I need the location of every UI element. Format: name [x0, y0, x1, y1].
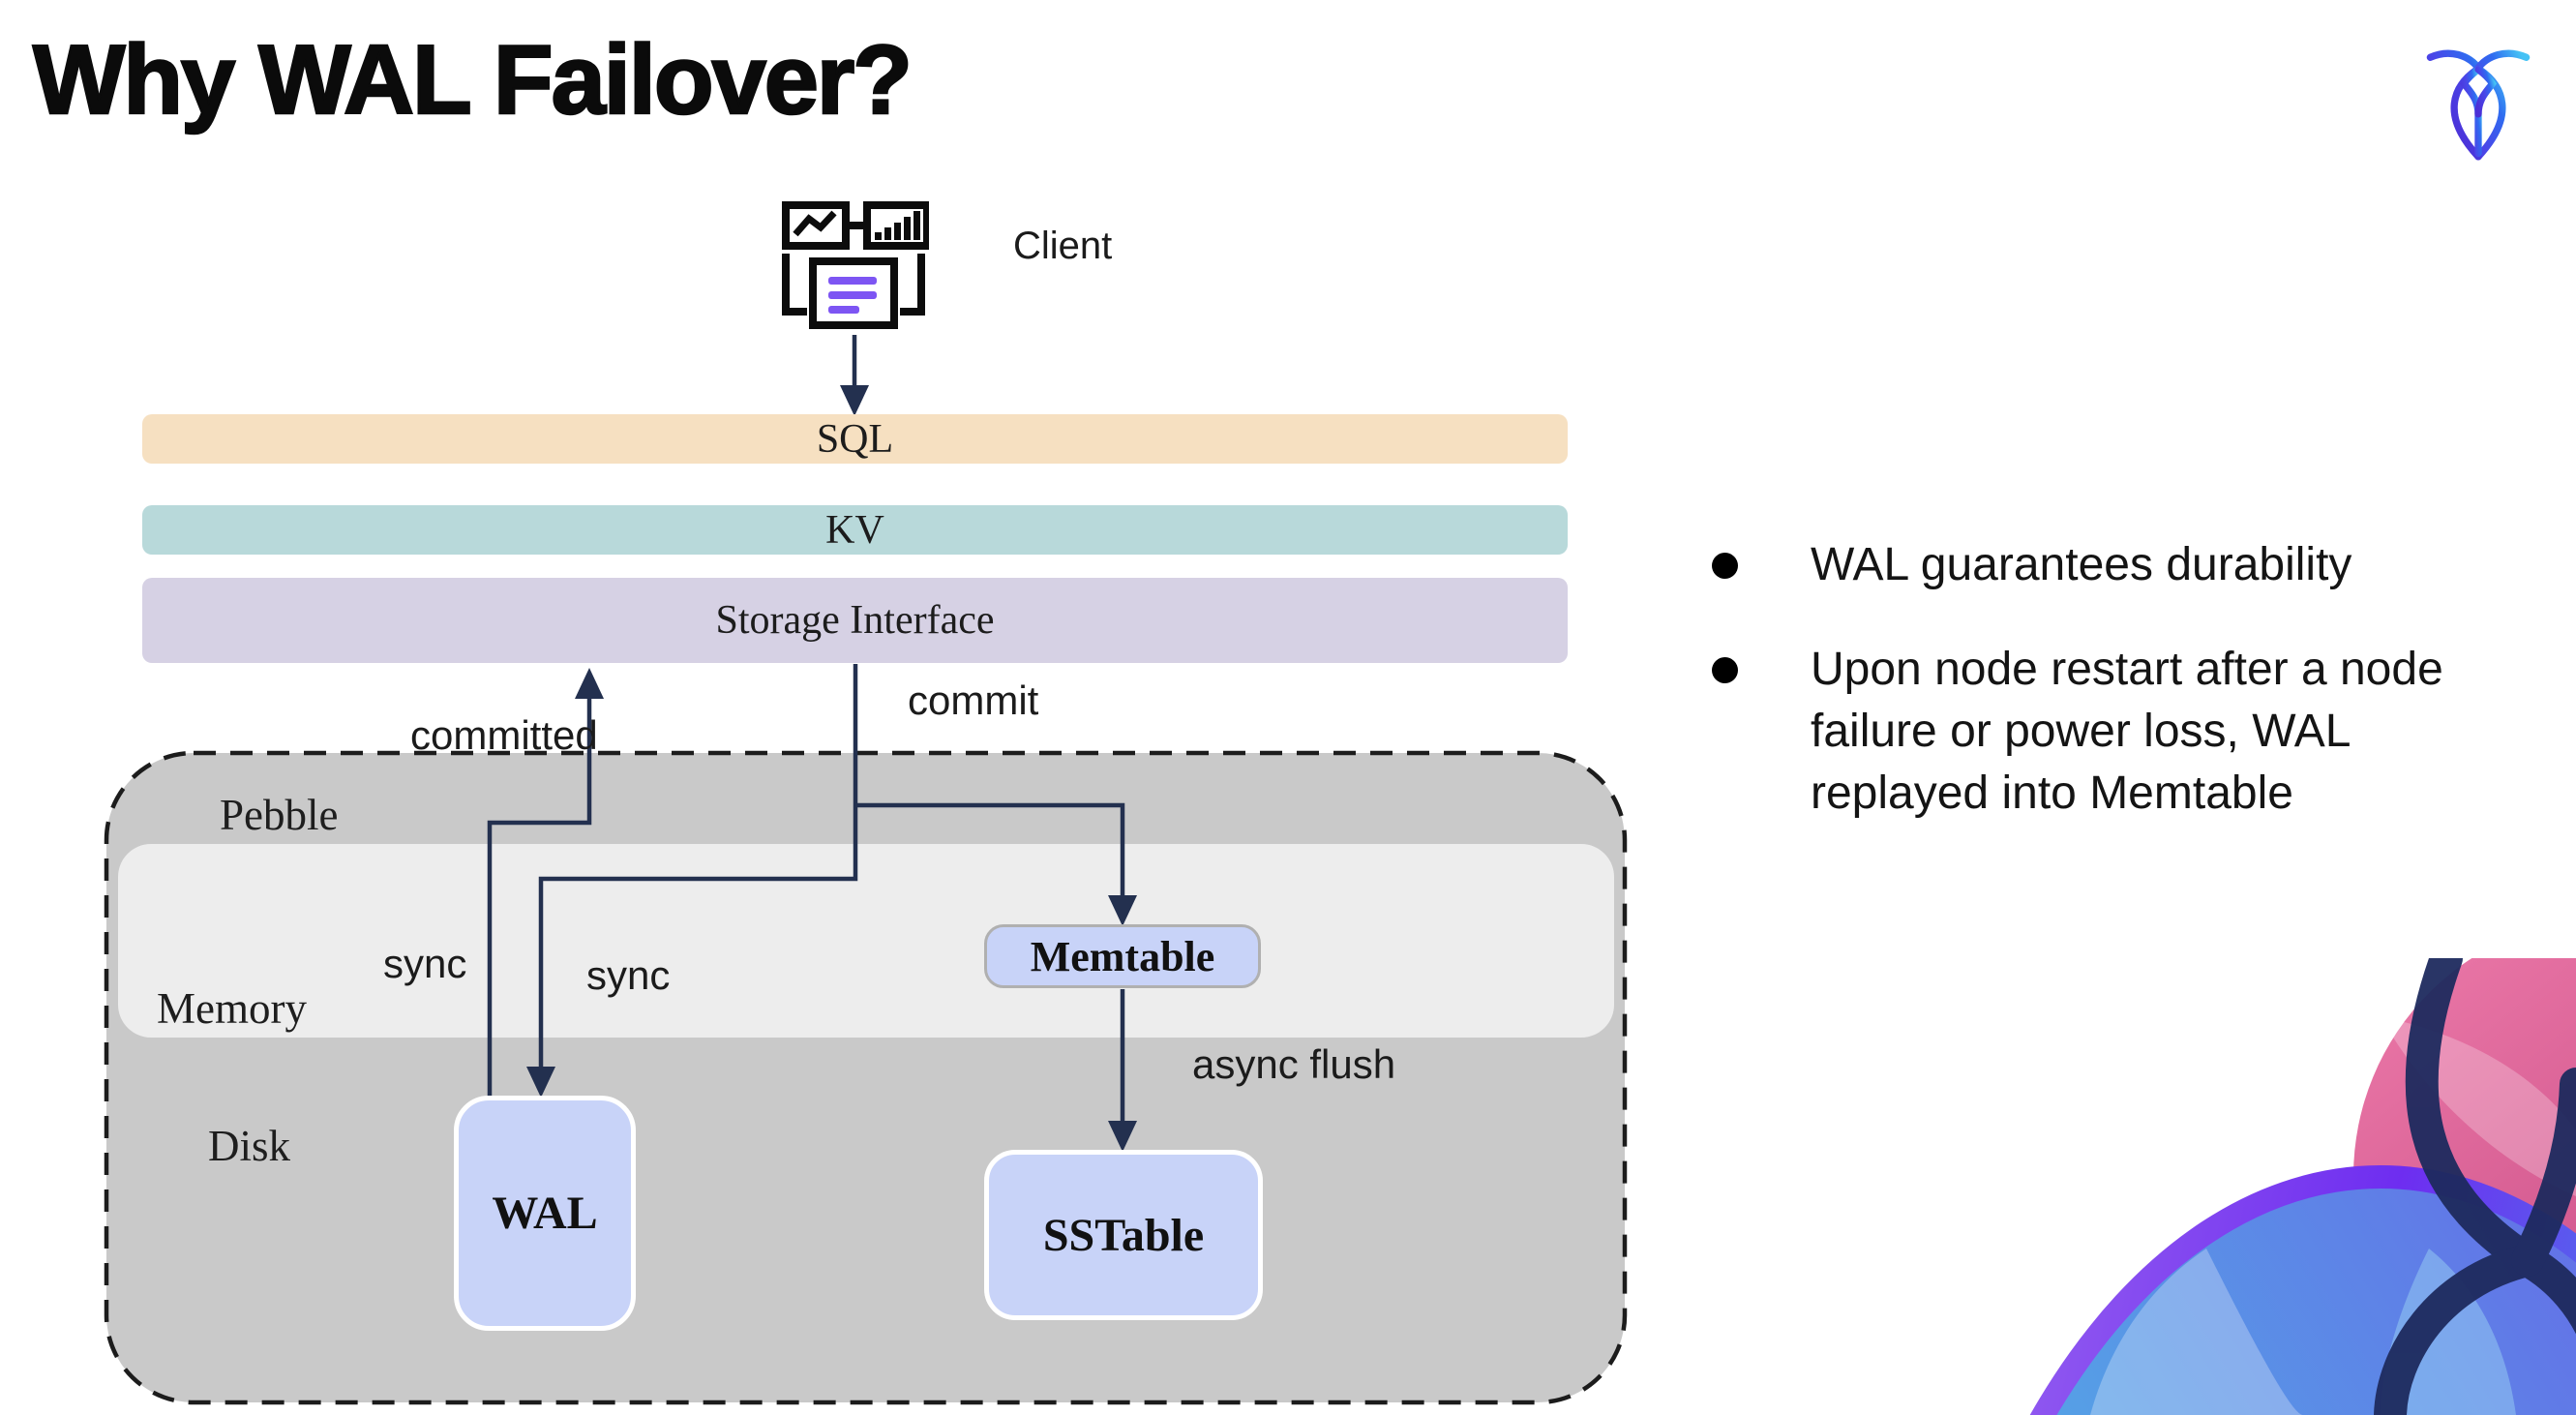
client-label: Client — [1013, 225, 1113, 267]
bullet-dot — [1712, 553, 1738, 579]
layer-kv: KV — [142, 505, 1568, 555]
memtable-node: Memtable — [984, 924, 1261, 988]
bullet-text: WAL guarantees durability — [1811, 539, 2352, 590]
memory-band — [118, 844, 1614, 1038]
list-item: Upon node restart after a node failure o… — [1712, 639, 2505, 825]
cockroachdb-logo-icon — [2426, 49, 2531, 161]
memory-label: Memory — [157, 984, 307, 1033]
edge-label-async-flush: async flush — [1192, 1041, 1396, 1087]
sstable-node: SSTable — [984, 1150, 1263, 1320]
bullet-text: Upon node restart after a node failure o… — [1811, 644, 2443, 819]
client-terminal-icon — [782, 201, 929, 329]
layer-sql: SQL — [142, 414, 1568, 464]
layer-storage-interface: Storage Interface — [142, 578, 1568, 663]
brand-abstract-art — [2029, 958, 2576, 1415]
list-item: WAL guarantees durability — [1712, 534, 2505, 596]
edge-label-commit: commit — [908, 677, 1039, 723]
edge-label-sync-left: sync — [383, 941, 467, 986]
pebble-label: Pebble — [220, 791, 339, 839]
page-title: Why WAL Failover? — [32, 25, 914, 136]
edge-label-committed: committed — [410, 712, 598, 758]
disk-label: Disk — [208, 1122, 291, 1170]
bullet-dot — [1712, 657, 1738, 683]
bullet-list: WAL guarantees durability Upon node rest… — [1712, 534, 2505, 867]
edge-label-sync-right: sync — [586, 952, 671, 998]
wal-node: WAL — [454, 1096, 636, 1331]
